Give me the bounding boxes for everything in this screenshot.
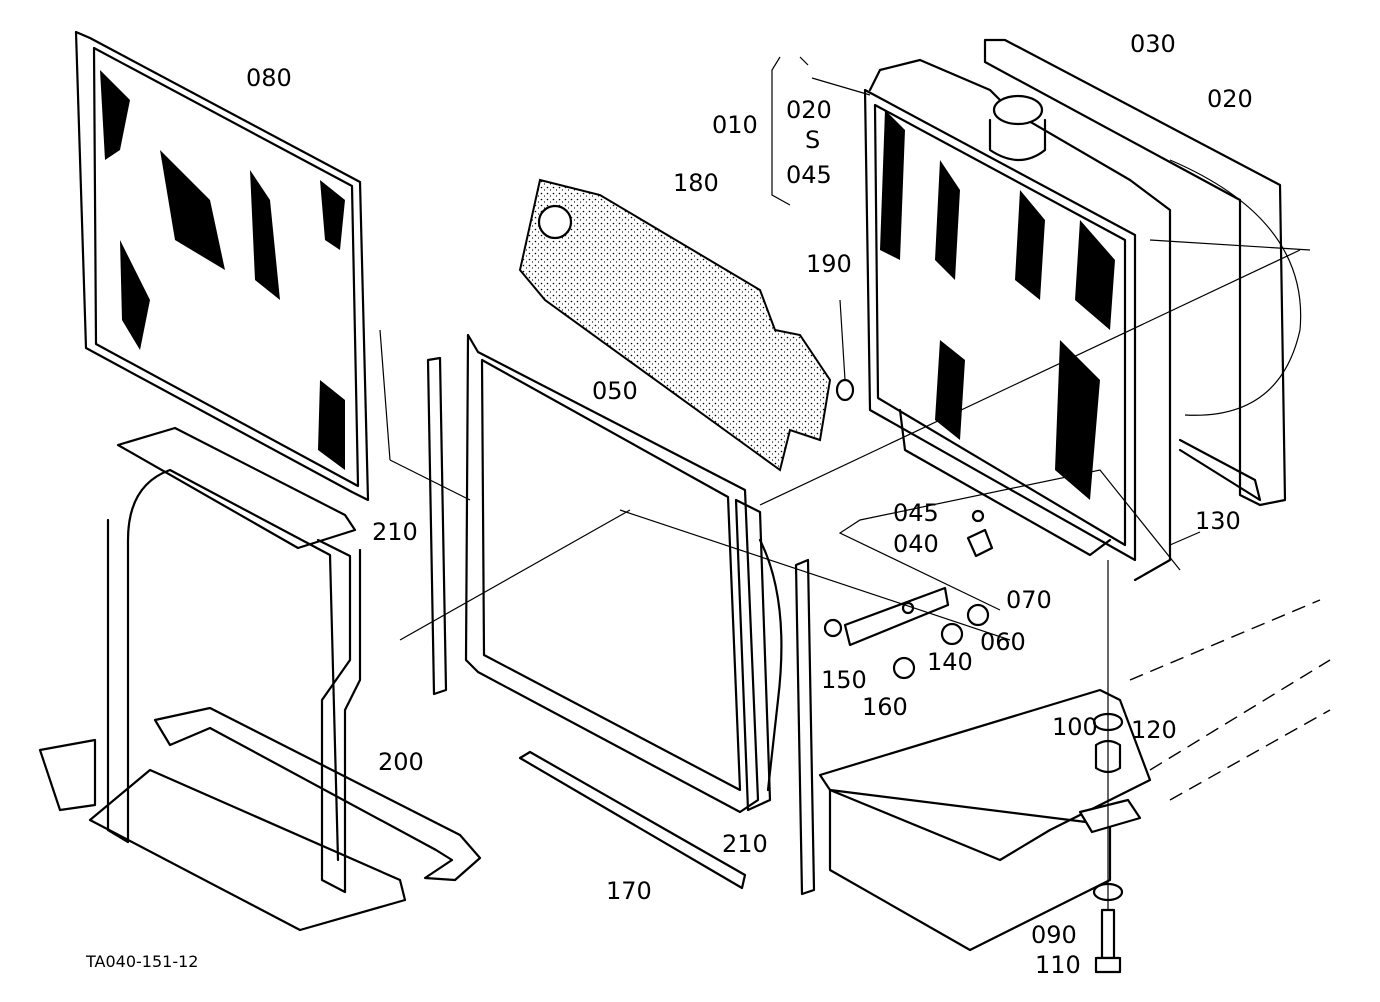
seal-strip-210-right [794, 558, 816, 896]
screen-panel-080 [74, 30, 370, 502]
callout-range-symbol: S [805, 126, 820, 154]
callout-180: 180 [673, 169, 719, 197]
callout-045: 045 [893, 499, 939, 527]
callout-190: 190 [806, 250, 852, 278]
seal-strip-210-left [426, 356, 448, 696]
seal-strip-170 [518, 750, 747, 890]
radiator-core-010 [863, 58, 1172, 582]
callout-050: 050 [592, 377, 638, 405]
callout-150: 150 [821, 666, 867, 694]
shroud-frame-050 [464, 333, 783, 814]
callout-040: 040 [893, 530, 939, 558]
drain-cock-040 [966, 509, 994, 558]
nut-150 [823, 618, 843, 638]
callout-060: 060 [980, 628, 1026, 656]
callout-200: 200 [378, 748, 424, 776]
bolt-160 [892, 656, 916, 680]
callout-170: 170 [606, 877, 652, 905]
callout-140: 140 [927, 648, 973, 676]
bolt-110 [1094, 908, 1122, 974]
bolt-190 [835, 299, 855, 402]
callout-070: 070 [1006, 586, 1052, 614]
guide-lines [379, 56, 1301, 910]
cover-plate-180 [518, 178, 832, 472]
callout-labels: 010 020 S 045 020 030 180 190 080 050 21… [85, 30, 1253, 979]
callout-120: 120 [1131, 716, 1177, 744]
callout-080: 080 [246, 64, 292, 92]
drawing-code: TA040-151-12 [85, 952, 198, 971]
callout-020-range-start: 020 [786, 96, 832, 124]
bolt-070 [966, 603, 990, 627]
callout-100: 100 [1052, 713, 1098, 741]
bracket-140 [843, 586, 950, 647]
callout-210-left: 210 [372, 518, 418, 546]
callout-130: 130 [1195, 507, 1241, 535]
callout-090: 090 [1031, 921, 1077, 949]
callout-210-right: 210 [722, 830, 768, 858]
callout-045-range-end: 045 [786, 161, 832, 189]
callout-110: 110 [1035, 951, 1081, 979]
callout-160: 160 [862, 693, 908, 721]
fan-shroud-020 [983, 38, 1311, 507]
callout-010: 010 [712, 111, 758, 139]
chassis-base [818, 599, 1331, 952]
mounting-frame-200 [38, 426, 482, 932]
callout-030: 030 [1130, 30, 1176, 58]
bolt-060 [940, 622, 964, 646]
callout-020: 020 [1207, 85, 1253, 113]
